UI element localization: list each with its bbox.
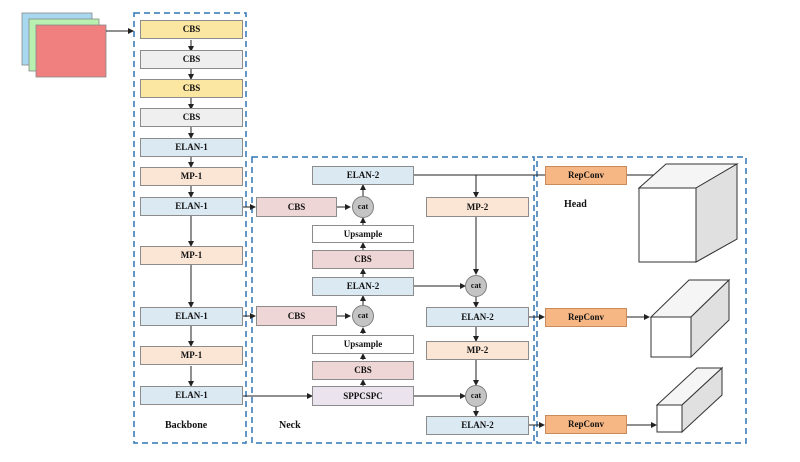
backbone-mp1-3: MP-1 (140, 346, 243, 365)
neck-mp2-2: MP-2 (426, 341, 529, 360)
cat-node-lower-left: cat (352, 305, 374, 327)
neck-cbs-1: CBS (312, 250, 414, 269)
neck-mp2-1: MP-2 (426, 197, 529, 217)
head-repconv-3: RepConv (545, 415, 627, 434)
neck-elan2-top: ELAN-2 (312, 166, 414, 185)
cat-node-upper-left: cat (352, 196, 374, 218)
neck-upsample-1: Upsample (312, 225, 414, 243)
head-label: Head (564, 199, 587, 210)
backbone-cbs-3: CBS (140, 79, 243, 98)
backbone-section-border (133, 12, 247, 444)
neck-cbs-side-2: CBS (256, 306, 337, 326)
neck-elan2-mid: ELAN-2 (312, 277, 414, 296)
head-section-border (536, 156, 747, 444)
head-repconv-1: RepConv (545, 166, 627, 185)
neck-cbs-2: CBS (312, 361, 414, 380)
backbone-mp1-1: MP-1 (140, 167, 243, 186)
head-repconv-2: RepConv (545, 308, 627, 327)
output-cuboid-small (655, 366, 724, 434)
neck-cbs-side-1: CBS (256, 197, 337, 217)
cat-node-upper-right: cat (465, 275, 487, 297)
backbone-cbs-4: CBS (140, 108, 243, 127)
backbone-cbs-2: CBS (140, 50, 243, 69)
backbone-label: Backbone (165, 420, 208, 431)
backbone-elan1-3: ELAN-1 (140, 307, 243, 326)
backbone-cbs-1: CBS (140, 20, 243, 39)
backbone-elan1-1: ELAN-1 (140, 138, 243, 157)
cat-node-lower-right: cat (465, 385, 487, 407)
neck-elan2-right-2: ELAN-2 (426, 416, 529, 435)
neck-elan2-right-1: ELAN-2 (426, 307, 529, 327)
neck-section-border (251, 156, 535, 444)
neck-label: Neck (279, 420, 301, 431)
input-image-icon (21, 12, 107, 78)
backbone-elan1-4: ELAN-1 (140, 386, 243, 405)
backbone-mp1-2: MP-1 (140, 246, 243, 265)
neck-sppcspc: SPPCSPC (312, 386, 414, 406)
output-cuboid-medium (649, 278, 731, 359)
backbone-elan1-2: ELAN-1 (140, 197, 243, 216)
output-cuboid-large (637, 163, 739, 263)
neck-upsample-2: Upsample (312, 335, 414, 354)
